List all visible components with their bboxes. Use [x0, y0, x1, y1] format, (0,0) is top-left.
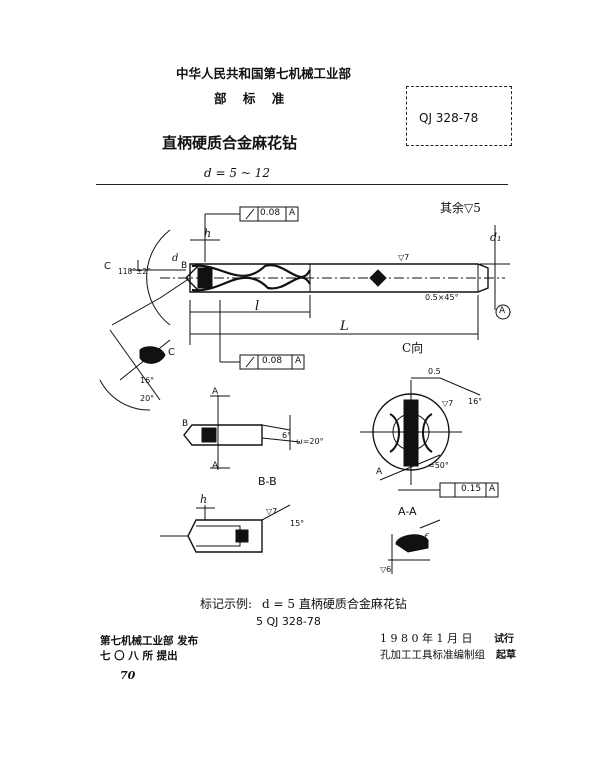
header-rule	[96, 184, 508, 185]
ministry-title: 中华人民共和国第七机械工业部	[176, 66, 352, 81]
chamfer-045: 0.5×45°	[425, 293, 459, 302]
roughness-7c: ▽7	[266, 507, 278, 516]
dim-d: d	[172, 253, 179, 264]
document-title: 直柄硬质合金麻花钻	[162, 134, 298, 152]
roughness-7b: ▽7	[442, 399, 454, 408]
dim-h-top: h	[204, 227, 212, 240]
angle-w20: ω=20°	[296, 437, 324, 446]
value-05: 0.5	[428, 367, 441, 376]
roughness-6: ▽6	[380, 565, 392, 574]
ref-a-circle: A	[499, 306, 506, 316]
footer-date: 1 9 8 0 年 1 月 日	[380, 632, 473, 645]
footer-proposer: 七 〇 八 所 提出	[100, 650, 178, 662]
dim-L: L	[340, 319, 349, 334]
view-c-label: C向	[402, 341, 424, 355]
roughness-7a: ▽7	[398, 253, 410, 262]
tol-side-ref: A	[489, 484, 496, 494]
example-text: d = 5 直柄硬质合金麻花钻	[262, 597, 407, 611]
surface-note: 其余▽5	[440, 201, 481, 215]
example-code: 5 QJ 328-78	[256, 615, 321, 628]
standard-type: 部 标 准	[214, 91, 291, 106]
dim-a-aa: A	[376, 467, 383, 477]
tol-mid-ref: A	[295, 356, 302, 366]
angle-20: 20°	[140, 394, 155, 403]
dim-b-upper: B	[181, 261, 188, 271]
size-range: d = 5 ~ 12	[204, 166, 270, 180]
footer-trial: 试行	[494, 634, 514, 645]
dim-b-lower: B	[182, 419, 189, 429]
section-bb	[183, 395, 301, 470]
example-label: 标记示例:	[200, 597, 253, 611]
section-tip	[160, 504, 291, 553]
tol-top-value: 0.08	[260, 208, 281, 218]
dim-d1: d₁	[490, 231, 502, 244]
footer-drafted: 起草	[496, 650, 516, 661]
drill-drawing	[99, 206, 511, 574]
footer-issuer: 第七机械工业部 发布	[100, 635, 199, 647]
tol-top-ref: A	[289, 208, 296, 218]
section-bb-label: B-B	[258, 475, 277, 488]
standard-code: QJ 328-78	[419, 111, 479, 125]
angle-118: 118°±2°	[118, 267, 151, 276]
angle-16b: 16°	[468, 397, 483, 406]
dim-f: f	[424, 533, 428, 543]
dim-a-bb-bottom: A	[212, 461, 219, 471]
profile-detail	[388, 519, 441, 574]
standard-code-box: QJ 328-78	[406, 86, 512, 146]
dim-a-bb-top: A	[212, 387, 219, 397]
angle-16a: 16°	[140, 376, 155, 385]
angle-15: 15°	[290, 519, 305, 528]
dim-c-left: C	[104, 261, 111, 272]
section-aa-label: A-A	[398, 505, 417, 518]
section-aa	[360, 377, 499, 498]
angle-50: ≈50°	[428, 461, 449, 470]
tol-side-value: 0.15	[461, 484, 482, 494]
footer-drafter: 孔加工工具标准编制组	[380, 649, 485, 661]
tol-mid-value: 0.08	[262, 356, 283, 366]
angle-6: 6°	[282, 431, 292, 440]
dim-l: l	[255, 299, 260, 314]
dim-c-tip: C	[168, 347, 175, 358]
dim-h-bottom: h	[200, 493, 208, 506]
drill-side-view	[160, 263, 505, 293]
page-number: 70	[120, 669, 136, 682]
